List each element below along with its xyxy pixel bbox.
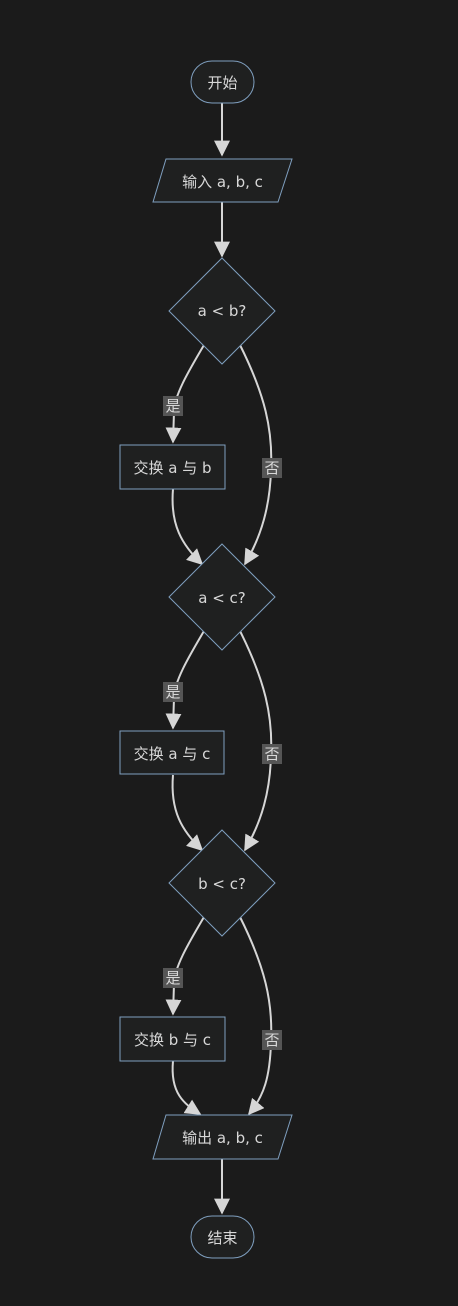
node-compare-a-b-label: a < b? (198, 302, 247, 320)
edge-cmp-ab-no (239, 344, 273, 566)
node-compare-b-c: b < c? (168, 829, 276, 937)
edges (165, 103, 273, 1215)
node-compare-b-c-label: b < c? (198, 875, 246, 893)
node-output-label: 输出 a, b, c (182, 1129, 263, 1147)
edge-swap-bc-output (171, 1060, 202, 1115)
node-output: 输出 a, b, c (152, 1114, 293, 1160)
edge-swap-ac-cmp-bc (171, 774, 204, 852)
node-compare-a-c-label: a < c? (198, 589, 246, 607)
node-input: 输入 a, b, c (152, 158, 293, 203)
node-input-label: 输入 a, b, c (182, 173, 263, 191)
edge-cmp-bc-yes (165, 916, 205, 1016)
edge-label-yes-1: 是 (165, 397, 180, 415)
edge-cmp-ac-no (239, 630, 273, 852)
node-swap-a-b-label: 交换 a 与 b (133, 459, 211, 477)
edge-cmp-ab-yes (165, 344, 205, 444)
node-end-label: 结束 (207, 1229, 237, 1247)
node-start: 开始 (190, 60, 255, 104)
edge-swap-ab-cmp-ac (171, 488, 204, 566)
node-swap-b-c-label: 交换 b 与 c (134, 1031, 211, 1049)
node-swap-a-c-label: 交换 a 与 c (134, 745, 211, 763)
node-end: 结束 (190, 1215, 255, 1259)
edge-labels: 是 否 是 否 是 否 (163, 396, 282, 1050)
edge-label-no-1: 否 (264, 459, 279, 477)
node-compare-a-c: a < c? (168, 543, 276, 651)
node-swap-a-b: 交换 a 与 b (119, 444, 226, 490)
edge-label-no-3: 否 (264, 1031, 279, 1049)
edge-label-no-2: 否 (264, 745, 279, 763)
node-compare-a-b: a < b? (168, 257, 276, 365)
edge-cmp-ac-yes (165, 630, 205, 730)
node-swap-a-c: 交换 a 与 c (119, 730, 225, 775)
edge-label-yes-3: 是 (165, 969, 180, 987)
node-start-label: 开始 (207, 74, 237, 92)
edge-cmp-bc-no (239, 916, 273, 1116)
edge-label-yes-2: 是 (165, 683, 180, 701)
node-swap-b-c: 交换 b 与 c (119, 1016, 226, 1062)
